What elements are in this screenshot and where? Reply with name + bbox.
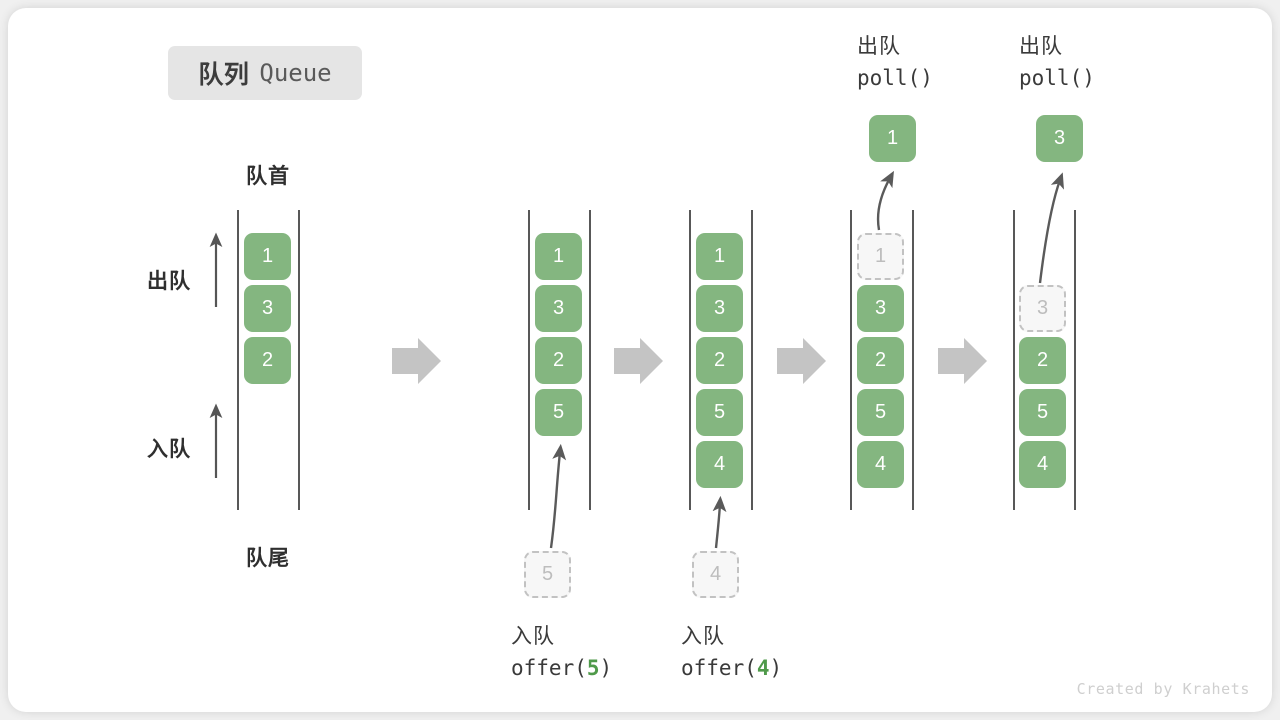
offer-code-prefix: offer( <box>681 656 757 680</box>
queue-item: 5 <box>1019 389 1066 436</box>
poll-caption-code: poll() <box>1019 66 1095 90</box>
queue-item: 3 <box>535 285 582 332</box>
offer-caption-code-2: offer(4) <box>681 656 782 680</box>
rail-left <box>237 210 239 510</box>
poll-output-box: 1 <box>869 115 916 162</box>
dequeue-curved-arrow-icon <box>876 170 894 231</box>
dequeue-direction-label: 出队 <box>147 270 191 293</box>
dequeue-curved-arrow-icon <box>1038 172 1064 284</box>
offer-code-suffix: ) <box>769 656 783 680</box>
queue-item: 1 <box>535 233 582 280</box>
flow-arrow-3-4 <box>777 338 826 384</box>
rail-right <box>912 210 914 510</box>
rail-right <box>589 210 591 510</box>
queue-item: 1 <box>244 233 291 280</box>
queue-item: 2 <box>1019 337 1066 384</box>
enqueue-curved-arrow-icon <box>549 443 567 549</box>
ghost-item: 4 <box>692 551 739 598</box>
rail-right <box>751 210 753 510</box>
offer-code-value: 4 <box>756 656 770 680</box>
poll-caption-code: poll() <box>857 66 933 90</box>
title-chinese: 队列 <box>198 61 250 89</box>
offer-code-prefix: offer( <box>511 656 587 680</box>
rail-left <box>1013 210 1015 510</box>
flow-arrow-4-5 <box>938 338 987 384</box>
queue-item-new: 4 <box>696 441 743 488</box>
flow-arrow-1-2 <box>392 338 441 384</box>
queue-item: 2 <box>244 337 291 384</box>
queue-item: 4 <box>857 441 904 488</box>
flow-arrow-2-3 <box>614 338 663 384</box>
queue-item-new: 5 <box>535 389 582 436</box>
queue-item: 2 <box>696 337 743 384</box>
queue-item: 5 <box>696 389 743 436</box>
enqueue-curved-arrow-icon <box>712 495 727 549</box>
ghost-item: 5 <box>524 551 571 598</box>
rail-left <box>850 210 852 510</box>
offer-code-value: 5 <box>586 656 600 680</box>
rail-left <box>689 210 691 510</box>
queue-head-label: 队首 <box>246 165 290 188</box>
ghost-item: 1 <box>857 233 904 280</box>
title-badge: 队列 Queue <box>168 46 362 100</box>
queue-item: 2 <box>857 337 904 384</box>
ghost-item: 3 <box>1019 285 1066 332</box>
queue-tail-label: 队尾 <box>246 547 290 570</box>
queue-item: 4 <box>1019 441 1066 488</box>
queue-item: 3 <box>244 285 291 332</box>
enqueue-direction-label: 入队 <box>147 438 191 461</box>
rail-right <box>1074 210 1076 510</box>
watermark-credit: Created by Krahets <box>1076 680 1250 698</box>
rail-left <box>528 210 530 510</box>
queue-item: 3 <box>857 285 904 332</box>
offer-caption-cn-2: 入队 <box>681 625 725 648</box>
queue-item: 1 <box>696 233 743 280</box>
title-english: Queue <box>259 59 332 87</box>
poll-caption-cn: 出队 <box>1019 35 1063 58</box>
offer-caption-cn-1: 入队 <box>511 625 555 648</box>
offer-code-suffix: ) <box>599 656 613 680</box>
poll-output-box: 3 <box>1036 115 1083 162</box>
rail-right <box>298 210 300 510</box>
queue-item: 2 <box>535 337 582 384</box>
queue-item: 5 <box>857 389 904 436</box>
poll-caption-cn: 出队 <box>857 35 901 58</box>
queue-item: 3 <box>696 285 743 332</box>
offer-caption-code-1: offer(5) <box>511 656 612 680</box>
